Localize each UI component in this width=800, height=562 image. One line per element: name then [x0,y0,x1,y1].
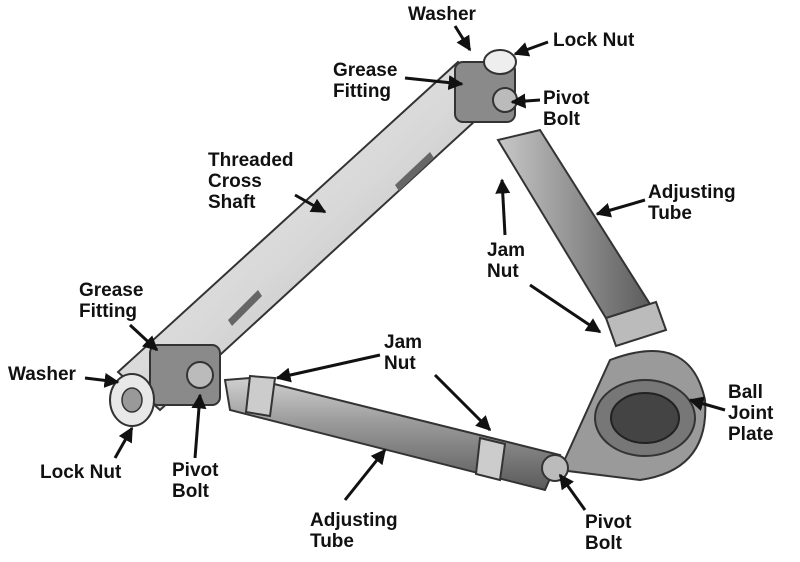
lock-nut-top [483,49,517,75]
label-lock-nut-top: Lock Nut [553,30,635,51]
label-pivot-bolt-top: Pivot Bolt [543,88,590,130]
label-ball-joint-plate: Ball Joint Plate [728,382,774,445]
jam-nut-right [604,300,668,348]
callout-arrows [84,25,726,511]
label-adjusting-tube-right: Adjusting Tube [648,182,736,224]
jam-nut-bottom-left [244,374,277,418]
label-washer-left: Washer [8,364,76,385]
label-adjusting-tube-bottom: Adjusting Tube [310,510,398,552]
label-grease-fitting-top: Grease Fitting [333,60,398,102]
pivot-bolt-right [541,454,569,482]
pivot-housing-left [149,344,221,406]
adjusting-tube-right [496,128,662,340]
label-pivot-bolt-left: Pivot Bolt [172,460,219,502]
adjusting-tube-bottom [223,376,562,492]
label-pivot-bolt-right: Pivot Bolt [585,512,632,554]
label-jam-nut-right: Jam Nut [487,240,526,282]
jam-nut-bottom-right [474,436,507,482]
label-jam-nut-bottom: Jam Nut [384,332,423,374]
label-lock-nut-left: Lock Nut [40,462,122,483]
label-grease-fitting-left: Grease Fitting [79,280,144,322]
label-washer-top: Washer [408,4,476,25]
label-threaded-cross-shaft: Threaded Cross Shaft [208,150,294,213]
